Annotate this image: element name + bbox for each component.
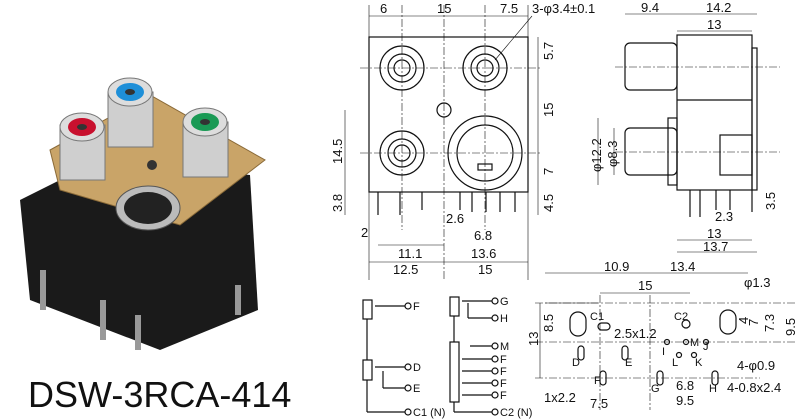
dim-front-bottom-2: 2.6 bbox=[446, 211, 464, 226]
dim-fp-top-2: 13.4 bbox=[670, 259, 695, 274]
dim-front-top-3: 7.5 bbox=[500, 1, 518, 16]
side-view: 9.4 14.2 13 φ12.2 φ8.3 3.5 2.3 13 13.7 bbox=[589, 0, 780, 254]
sch-right-f3: F bbox=[500, 378, 507, 390]
sch-left-c1: C1 (N) bbox=[413, 407, 445, 419]
sch-left-e: E bbox=[413, 383, 420, 395]
dim-front-right-3: 7 bbox=[541, 168, 556, 175]
dim-front-right-1: 5.7 bbox=[541, 42, 556, 60]
dim-front-left-1: 14.5 bbox=[330, 139, 345, 164]
dim-fp-right-1: 4 bbox=[736, 317, 751, 324]
sch-right-f1: F bbox=[500, 354, 507, 366]
sch-left-d: D bbox=[413, 362, 421, 374]
dim-fp-bottom-3: 9.5 bbox=[676, 393, 694, 408]
dim-fp-left-1: 13 bbox=[526, 332, 541, 346]
dim-side-pin: 3.5 bbox=[763, 192, 778, 210]
pad-c1: C1 bbox=[590, 311, 604, 323]
dim-front-bottom-3: 6.8 bbox=[474, 228, 492, 243]
note-1x2.2: 1x2.2 bbox=[544, 390, 576, 405]
pad-h: H bbox=[709, 383, 717, 395]
dim-front-bottom-5: 13.6 bbox=[471, 246, 496, 261]
dim-front-right-2: 15 bbox=[541, 103, 556, 117]
dim-fp-right-3: 7.3 bbox=[762, 314, 777, 332]
dim-side-bottom-2: 13 bbox=[707, 226, 721, 241]
sch-right-f2: F bbox=[500, 366, 507, 378]
dim-front-left-2: 3.8 bbox=[330, 194, 345, 212]
pad-d: D bbox=[572, 357, 580, 369]
sch-right-f4: F bbox=[500, 390, 507, 402]
dim-fp-top-3: 15 bbox=[638, 278, 652, 293]
dim-fp-right-2: 7 bbox=[746, 319, 761, 326]
dim-holes: 3-φ3.4±0.1 bbox=[532, 1, 595, 16]
pad-k: K bbox=[695, 357, 703, 369]
front-view: 6 15 7.5 3-φ3.4±0.1 5.7 15 7 4.5 14.5 3.… bbox=[330, 1, 595, 280]
dim-side-top-3: 13 bbox=[707, 17, 721, 32]
sch-right-m: M bbox=[500, 341, 509, 353]
dim-fp-top-4: φ1.3 bbox=[744, 275, 771, 290]
dim-front-bottom-7: 15 bbox=[478, 262, 492, 277]
sch-right-g: G bbox=[500, 296, 509, 308]
dim-side-bottom-3: 13.7 bbox=[703, 239, 728, 254]
dim-side-diam-1: φ12.2 bbox=[589, 138, 604, 172]
dim-side-bottom-1: 2.3 bbox=[715, 209, 733, 224]
sch-left-f: F bbox=[413, 301, 420, 313]
pad-j: J bbox=[703, 341, 709, 353]
dim-side-top-2: 14.2 bbox=[706, 0, 731, 15]
pad-m: M bbox=[690, 337, 699, 349]
dim-fp-bottom-1: 7.5 bbox=[590, 396, 608, 411]
dim-front-right-4: 4.5 bbox=[541, 194, 556, 212]
pad-e: E bbox=[625, 357, 632, 369]
note-4-phi0.9: 4-φ0.9 bbox=[737, 358, 775, 373]
pad-f: F bbox=[594, 375, 601, 387]
dim-fp-right-4: 9.5 bbox=[783, 318, 798, 336]
dim-front-bottom-4: 11.1 bbox=[398, 246, 422, 261]
dim-side-top-1: 9.4 bbox=[641, 0, 659, 15]
dim-fp-left-2: 8.5 bbox=[541, 314, 556, 332]
dim-front-bottom-1: 2 bbox=[361, 225, 368, 240]
pad-g: G bbox=[651, 383, 660, 395]
dim-fp-bottom-2: 6.8 bbox=[676, 378, 694, 393]
dim-side-diam-2: φ8.3 bbox=[605, 140, 620, 167]
note-4-0.8x2.4: 4-0.8x2.4 bbox=[727, 380, 781, 395]
note-2.5x1.2: 2.5x1.2 bbox=[614, 326, 657, 341]
product-photo bbox=[20, 77, 266, 350]
pad-c2: C2 bbox=[674, 311, 688, 323]
pad-i: I bbox=[662, 346, 665, 358]
pcb-footprint: 10.9 13.4 15 φ1.3 13 8.5 4 7 7.3 9.5 C1 … bbox=[526, 259, 798, 411]
sch-right-h: H bbox=[500, 313, 508, 325]
dim-front-top-2: 15 bbox=[437, 1, 451, 16]
dim-front-bottom-6: 12.5 bbox=[393, 262, 418, 277]
pad-l: L bbox=[672, 357, 678, 369]
sch-right-c2: C2 (N) bbox=[500, 407, 532, 419]
dim-front-top-1: 6 bbox=[380, 1, 387, 16]
schematic: F D E C1 (N) G H M F F F F C2 (N) bbox=[362, 296, 532, 419]
dim-fp-top-1: 10.9 bbox=[604, 259, 629, 274]
model-title: DSW-3RCA-414 bbox=[28, 374, 292, 415]
